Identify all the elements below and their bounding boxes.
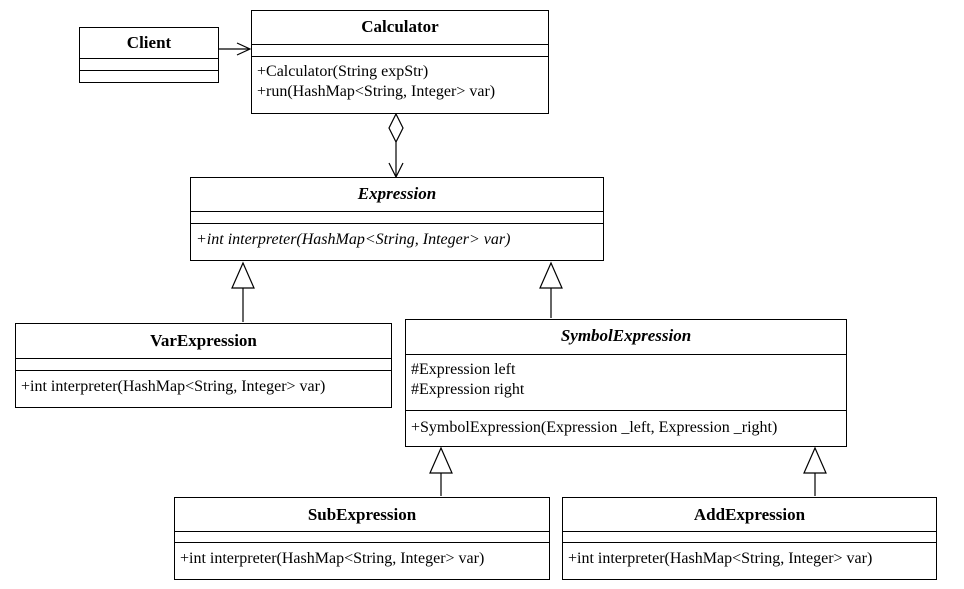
class-subexpression: SubExpression +int interpreter(HashMap<S… — [174, 497, 550, 580]
association-client-calculator — [219, 42, 252, 56]
generalization-subexpression-symbolexpression — [429, 446, 453, 496]
aggregation-calculator-expression — [388, 112, 404, 179]
operations-section: +int interpreter(HashMap<String, Integer… — [16, 370, 391, 397]
class-name: AddExpression — [693, 505, 806, 524]
class-name: VarExpression — [150, 331, 257, 350]
class-addexpression: AddExpression +int interpreter(HashMap<S… — [562, 497, 937, 580]
operations-section: +SymbolExpression(Expression _left, Expr… — [406, 410, 846, 438]
class-name: SubExpression — [307, 505, 417, 524]
attribute: #Expression left — [411, 361, 516, 378]
operation: +int interpreter(HashMap<String, Integer… — [196, 231, 511, 248]
class-expression: Expression +int interpreter(HashMap<Stri… — [190, 177, 604, 261]
class-separator — [80, 58, 218, 70]
generalization-addexpression-symbolexpression — [803, 446, 827, 496]
class-separator — [80, 70, 218, 71]
class-separator — [191, 211, 603, 223]
class-name: Client — [126, 33, 172, 52]
class-client: Client — [79, 27, 219, 83]
attribute: #Expression right — [411, 381, 525, 398]
operation: +SymbolExpression(Expression _left, Expr… — [411, 419, 778, 436]
operation: +run(HashMap<String, Integer> var) — [257, 83, 496, 100]
operations-section: +Calculator(String expStr) +run(HashMap<… — [252, 56, 548, 102]
class-separator — [563, 531, 936, 542]
class-symbolexpression: SymbolExpression #Expression left #Expre… — [405, 319, 847, 447]
attributes-section: #Expression left #Expression right — [406, 354, 846, 410]
class-separator — [16, 358, 391, 370]
class-varexpression: VarExpression +int interpreter(HashMap<S… — [15, 323, 392, 408]
class-separator — [252, 44, 548, 56]
class-separator — [175, 531, 549, 542]
operation: +Calculator(String expStr) — [257, 63, 429, 80]
generalization-varexpression-expression — [231, 261, 255, 322]
operation: +int interpreter(HashMap<String, Integer… — [568, 550, 873, 567]
class-name: SymbolExpression — [560, 326, 692, 345]
operation: +int interpreter(HashMap<String, Integer… — [180, 550, 485, 567]
operations-section: +int interpreter(HashMap<String, Integer… — [175, 542, 549, 569]
class-name: Calculator — [361, 17, 439, 36]
class-calculator: Calculator +Calculator(String expStr) +r… — [251, 10, 549, 114]
class-name: Expression — [357, 184, 437, 203]
operations-section: +int interpreter(HashMap<String, Integer… — [191, 223, 603, 250]
operation: +int interpreter(HashMap<String, Integer… — [21, 378, 326, 395]
generalization-symbolexpression-expression — [539, 261, 563, 318]
operations-section: +int interpreter(HashMap<String, Integer… — [563, 542, 936, 569]
